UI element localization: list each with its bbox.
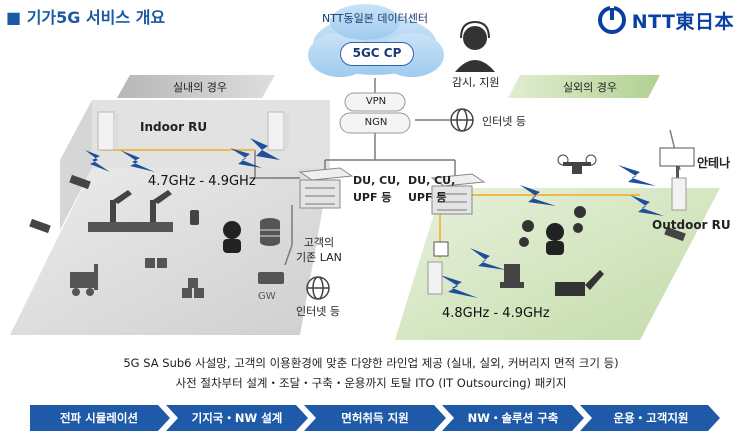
antenna-label: 안테나	[697, 156, 731, 170]
indoor-server	[298, 167, 354, 209]
gw-label: GW	[258, 291, 276, 302]
indoor-back-wall	[92, 100, 330, 168]
radio-bolts	[85, 138, 664, 298]
datacenter-label: NTT동일본 데이터센터	[322, 12, 428, 25]
outdoor-ru-unit	[671, 177, 687, 211]
ntt-logo: NTT東日本	[597, 6, 734, 34]
outdoor-floor	[395, 188, 720, 340]
connection-lines	[100, 78, 681, 266]
plants-icon	[519, 206, 586, 247]
factory-line	[88, 190, 173, 232]
camera-icons	[29, 174, 686, 242]
phone-icon	[190, 210, 199, 225]
step-operation-support: 운용・고객지원	[613, 411, 689, 425]
database-icon	[260, 218, 280, 246]
indoor-header-bg	[117, 75, 275, 98]
ntt-logo-text: NTT東日本	[631, 10, 734, 33]
step-license-support: 면허취득 지원	[341, 411, 409, 425]
ngn-label: NGN	[364, 117, 388, 128]
ntt-logo-icon	[597, 6, 626, 34]
globe-icon-top	[450, 108, 474, 132]
vpn-label: VPN	[365, 96, 387, 107]
step-radio-simulation: 전파 시뮬레이션	[59, 411, 139, 425]
customer-lan-label: 고객의 기존 LAN	[296, 236, 342, 264]
internet-label-bottom: 인터넷 등	[296, 305, 340, 318]
process-flow-bg	[30, 405, 720, 431]
outdoor-core-label: DU, CU, UPF 등	[408, 174, 456, 204]
ngn-pill	[339, 112, 411, 134]
robot-icon	[500, 264, 524, 288]
pallet-icons	[145, 258, 204, 298]
drone-icon	[557, 154, 597, 174]
forklift-icon	[70, 264, 98, 296]
internet-label-top: 인터넷 등	[482, 115, 526, 128]
worker-icon-indoor	[223, 221, 241, 253]
description-line-1: 5G SA Sub6 사설망, 고객의 이용환경에 맞춘 다양한 라인업 제공 …	[123, 356, 619, 370]
outdoor-ru-left	[427, 241, 449, 295]
indoor-side-wall	[60, 100, 92, 230]
outdoor-server	[430, 173, 486, 215]
indoor-header: 실내의 경우	[172, 81, 228, 94]
support-person-icon	[455, 20, 495, 72]
outdoor-header-bg	[508, 75, 660, 98]
outdoor-header: 실외의 경우	[562, 81, 618, 94]
indoor-frequency: 4.7GHz - 4.9GHz	[148, 174, 256, 189]
page-title: ■ 기가5G 서비스 개요	[6, 8, 166, 27]
step-basestation-design: 기지국・NW 설계	[191, 411, 283, 425]
excavator-icon	[555, 270, 604, 296]
gw-box	[258, 272, 284, 284]
globe-icon-bottom	[306, 276, 330, 300]
vpn-pill	[344, 92, 406, 112]
indoor-core-label: DU, CU, UPF 등	[353, 174, 401, 204]
indoor-ru-label: Indoor RU	[140, 120, 208, 134]
5gc-cp-badge: 5GC CP	[340, 42, 414, 66]
description-line-2: 사전 절차부터 설계・조달・구축・운용까지 토탈 ITO (IT Outsour…	[175, 376, 567, 390]
step-nw-build: NW・솔루션 구축	[467, 411, 559, 425]
outdoor-frequency: 4.8GHz - 4.9GHz	[442, 306, 550, 321]
process-steps: 전파 시뮬레이션 기지국・NW 설계 면허취득 지원 NW・솔루션 구축 운용・…	[30, 405, 720, 431]
indoor-ru-left	[97, 111, 119, 151]
indoor-ru-right	[267, 111, 289, 151]
outdoor-ru-label: Outdoor RU	[652, 218, 731, 232]
worker-icon-outdoor	[546, 223, 564, 255]
monitoring-label: 감시, 지원	[452, 76, 500, 89]
